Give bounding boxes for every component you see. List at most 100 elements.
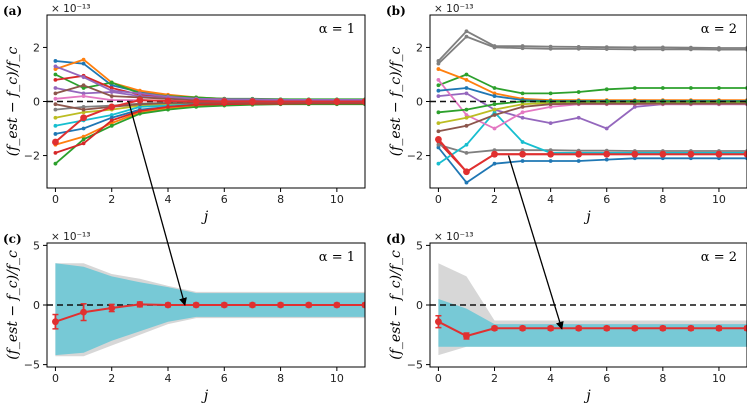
mean-point xyxy=(519,324,526,332)
y-tick-label: 0 xyxy=(33,96,40,109)
series-point xyxy=(81,91,86,96)
series-point xyxy=(436,121,441,126)
y-tick-label: 5 xyxy=(33,239,40,252)
plot-area xyxy=(430,263,747,356)
series-point xyxy=(436,94,441,98)
x-tick-label: 8 xyxy=(277,372,284,385)
series-line xyxy=(437,146,747,184)
mean-point xyxy=(52,138,59,146)
axis-exponent-label: × 10⁻¹³ xyxy=(51,3,90,15)
mean-point xyxy=(220,98,228,105)
series-point xyxy=(109,83,114,88)
y-tick-label: 0 xyxy=(416,96,423,109)
mean-point xyxy=(361,301,365,309)
series-point xyxy=(81,105,86,109)
series-point xyxy=(53,107,58,112)
series-point xyxy=(436,145,441,150)
series-point xyxy=(436,61,441,66)
series-line xyxy=(437,35,747,65)
series-line xyxy=(55,65,365,101)
mean-point xyxy=(603,324,611,332)
series-point xyxy=(492,91,497,96)
x-tick-label: 6 xyxy=(221,193,228,206)
series-point xyxy=(576,99,581,104)
series-point xyxy=(53,77,58,82)
mean-point xyxy=(631,150,639,158)
mean-point xyxy=(463,168,470,176)
x-tick-label: 2 xyxy=(108,193,115,206)
mean-point xyxy=(136,301,144,308)
y-tick-label: −5 xyxy=(407,359,423,372)
series-point xyxy=(464,77,469,82)
mean-point xyxy=(659,324,667,332)
series-point xyxy=(137,109,142,113)
series-point xyxy=(492,94,497,98)
axis-exponent-label: × 10⁻¹³ xyxy=(434,3,473,15)
series-point xyxy=(492,126,497,131)
plot-area xyxy=(47,57,365,166)
series-point xyxy=(548,121,553,126)
series-line xyxy=(55,58,365,101)
series-point xyxy=(53,67,58,71)
x-tick-label: 10 xyxy=(712,193,726,206)
x-tick-label: 4 xyxy=(547,193,554,206)
series-point xyxy=(109,80,114,85)
series-point xyxy=(53,64,58,69)
plot-area xyxy=(430,29,747,185)
y-tick-label: −2 xyxy=(407,150,423,163)
series-point xyxy=(81,141,86,146)
x-tick-label: 6 xyxy=(603,372,610,385)
mean-point xyxy=(491,324,498,332)
alpha-annotation: α = 2 xyxy=(701,22,737,37)
series-point xyxy=(436,83,441,88)
panel-label: (b) xyxy=(386,4,406,18)
series-point xyxy=(632,105,637,109)
x-tick-label: 4 xyxy=(165,193,172,206)
mean-point xyxy=(435,135,442,143)
series-point xyxy=(166,105,170,109)
mean-line xyxy=(55,303,365,323)
series-point xyxy=(464,107,469,112)
mean-point xyxy=(164,301,172,309)
series-point xyxy=(492,45,497,50)
series-line xyxy=(437,30,747,62)
series-point xyxy=(520,140,525,144)
y-axis-label: (f_est − f_c)/f_c xyxy=(388,250,404,360)
series-point xyxy=(53,91,58,96)
series-point xyxy=(109,115,114,120)
mean-line xyxy=(437,138,747,174)
std-error-band xyxy=(438,299,747,347)
series-point xyxy=(53,123,58,128)
mean-point xyxy=(108,304,116,312)
series-point xyxy=(520,115,525,120)
series-point xyxy=(166,107,170,112)
mean-point xyxy=(192,301,200,309)
series-point xyxy=(436,67,441,71)
series-point xyxy=(109,88,114,93)
series-point xyxy=(688,47,693,52)
plot-area xyxy=(47,263,365,357)
mean-point xyxy=(333,301,341,309)
x-tick-label: 8 xyxy=(277,193,284,206)
series-point xyxy=(576,46,581,51)
series-point xyxy=(436,129,441,134)
series-point xyxy=(109,113,114,117)
series-point xyxy=(53,132,58,136)
alpha-annotation: α = 1 xyxy=(319,250,355,265)
mean-point xyxy=(491,150,498,158)
series-point xyxy=(660,47,665,52)
connector-arrow xyxy=(127,101,187,306)
series-point xyxy=(576,115,581,120)
series-point xyxy=(166,94,170,99)
mean-point xyxy=(333,98,341,105)
series-point xyxy=(436,161,441,166)
mean-point xyxy=(277,98,284,105)
axis-exponent-label: × 10⁻¹³ xyxy=(51,231,90,243)
mean-point xyxy=(603,150,611,158)
y-tick-label: −2 xyxy=(24,150,40,163)
mean-point xyxy=(743,150,747,158)
series-point xyxy=(576,90,581,94)
series-point xyxy=(520,105,525,109)
x-axis-label: j xyxy=(201,209,209,225)
